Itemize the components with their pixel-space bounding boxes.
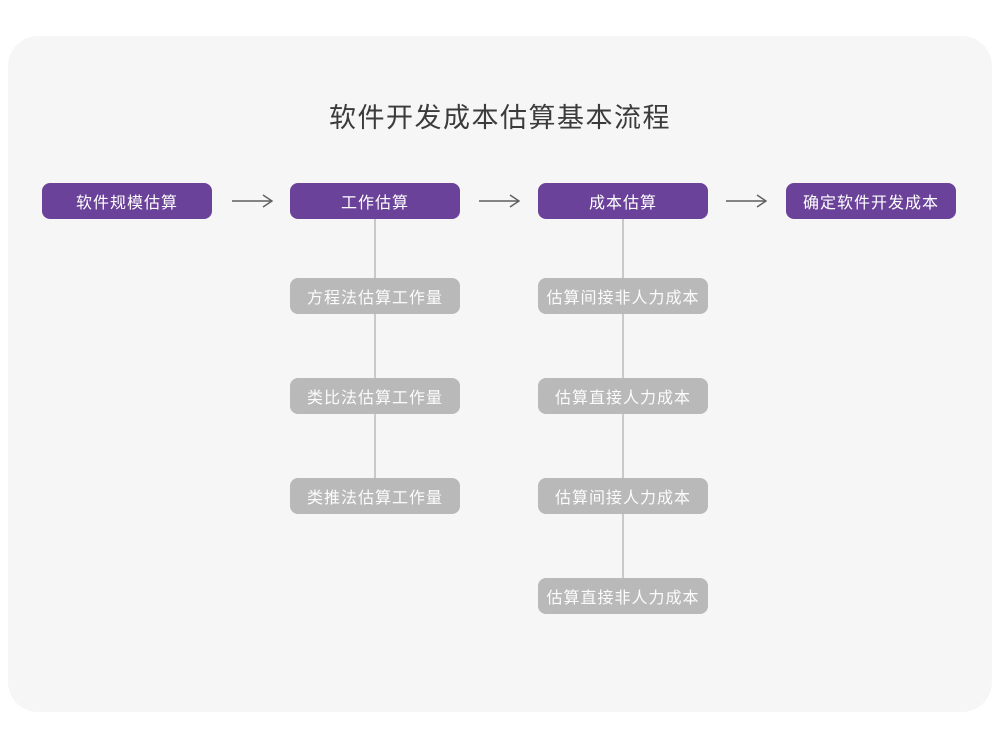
flow-subnode-equation-method: 方程法估算工作量 bbox=[290, 278, 460, 314]
right-arrow-icon bbox=[230, 193, 276, 209]
flow-subnode-indirect-nonlabor-cost: 估算间接非人力成本 bbox=[538, 278, 708, 314]
flow-subnode-extrapolation-method: 类推法估算工作量 bbox=[290, 478, 460, 514]
flow-node-determine-dev-cost: 确定软件开发成本 bbox=[786, 183, 956, 219]
right-arrow-icon bbox=[724, 193, 770, 209]
flow-subnode-analogy-method: 类比法估算工作量 bbox=[290, 378, 460, 414]
diagram-title: 软件开发成本估算基本流程 bbox=[329, 103, 671, 133]
flow-node-cost-estimation: 成本估算 bbox=[538, 183, 708, 219]
diagram-card bbox=[8, 36, 992, 712]
flow-subnode-direct-nonlabor-cost: 估算直接非人力成本 bbox=[538, 578, 708, 614]
flow-subnode-direct-labor-cost: 估算直接人力成本 bbox=[538, 378, 708, 414]
connector-line-work-column bbox=[374, 219, 376, 478]
flow-node-software-scale-estimation: 软件规模估算 bbox=[42, 183, 212, 219]
right-arrow-icon bbox=[477, 193, 523, 209]
flow-subnode-indirect-labor-cost: 估算间接人力成本 bbox=[538, 478, 708, 514]
flow-node-work-estimation: 工作估算 bbox=[290, 183, 460, 219]
